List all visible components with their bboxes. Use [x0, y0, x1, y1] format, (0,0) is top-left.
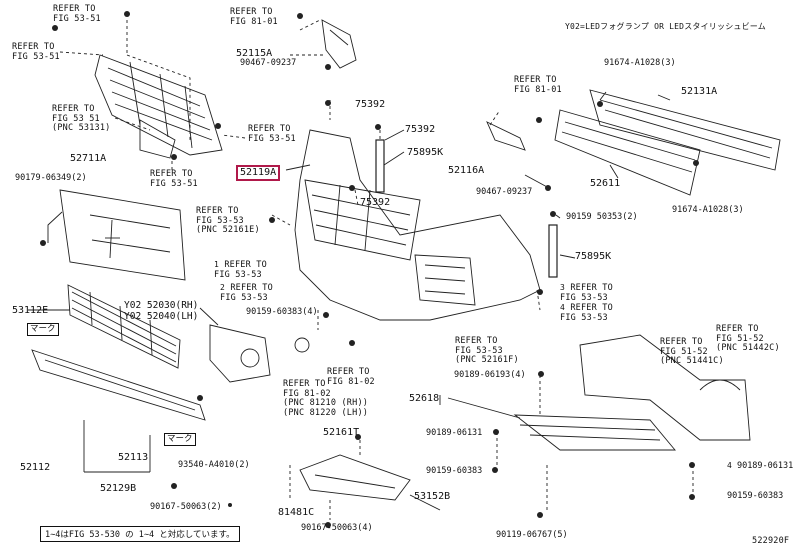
- part-number[interactable]: 90159 50353(2): [566, 212, 638, 222]
- ref-label[interactable]: REFER TO FIG 81-01: [230, 7, 278, 27]
- part-number[interactable]: 53152B: [414, 491, 451, 502]
- triangle-marker: 3: [560, 283, 566, 292]
- diagram-id: 522920F: [752, 536, 790, 546]
- lower-cover-shape: [299, 454, 411, 501]
- ref-label[interactable]: REFER TO FIG 53-51: [150, 169, 198, 189]
- ref-label[interactable]: 1 REFER TO FIG 53-53: [214, 260, 267, 280]
- ref-label[interactable]: 2 REFER TO FIG 53-53: [220, 283, 273, 303]
- triangle-marker: 4: [727, 461, 732, 470]
- part-number[interactable]: 52131A: [681, 86, 718, 97]
- part-number[interactable]: 52611: [590, 178, 621, 189]
- ref-label[interactable]: REFER TO FIG 81-02: [327, 367, 375, 387]
- part-number[interactable]: 81481C: [278, 507, 315, 518]
- part-number[interactable]: 52161T: [323, 427, 360, 438]
- part-number[interactable]: 90159-60383: [727, 491, 784, 501]
- part-number[interactable]: 75895K: [407, 147, 444, 158]
- part-number[interactable]: 53112E: [12, 305, 49, 316]
- part-number[interactable]: 90467-09237: [240, 58, 297, 68]
- ref-label[interactable]: REFER TO FIG 51-52 (PNC 51441C): [660, 337, 724, 366]
- ref-label[interactable]: REFER TO FIG 53-51: [53, 4, 101, 24]
- triangle-marker: 1: [214, 260, 220, 269]
- reinforcement-shape: [554, 89, 781, 196]
- ref-label[interactable]: REFER TO FIG 53-53 (PNC 52161F): [455, 336, 519, 365]
- part-number[interactable]: 90167-50063(4): [301, 523, 373, 533]
- ref-label[interactable]: REFER TO FIG 53 51 (PNC 53131): [52, 104, 111, 133]
- part-number[interactable]: 52115A: [236, 48, 273, 59]
- part-number[interactable]: 52129B: [100, 483, 137, 494]
- lower-grille-shape: [67, 284, 181, 369]
- footnote: 1∼4はFIG 53-530 の 1∼4 と対応しています。: [40, 526, 240, 542]
- part-number[interactable]: 90159-60383: [426, 466, 483, 476]
- ref-label[interactable]: REFER TO FIG 53-51: [248, 124, 296, 144]
- ref-label[interactable]: 3 REFER TO FIG 53-53: [560, 283, 613, 303]
- upper-grille-shape: [94, 54, 223, 159]
- part-number[interactable]: 91674-A1028(3): [672, 205, 744, 215]
- ref-label[interactable]: REFER TO FIG 51-52 (PNC 51442C): [716, 324, 780, 353]
- part-number[interactable]: 75392: [355, 99, 386, 110]
- ref-label[interactable]: REFER TO FIG 81-02 (PNC 81210 (RH)) (PNC…: [283, 379, 369, 418]
- undercover-shape: [513, 414, 676, 451]
- part-number[interactable]: 90179-06349(2): [15, 173, 87, 183]
- bracket-52115A-shape: [290, 19, 357, 69]
- mark-label: マーク: [27, 323, 59, 336]
- fog-bezel-shape: [209, 324, 310, 383]
- part-number[interactable]: 93540-A4010(2): [178, 460, 250, 470]
- part-number[interactable]: 52711A: [70, 153, 107, 164]
- molding-shape: [31, 349, 206, 421]
- part-number[interactable]: 90189-06193(4): [454, 370, 526, 380]
- part-number[interactable]: Y02 52030(RH) Y02 52040(LH): [124, 300, 199, 322]
- ref-label[interactable]: REFER TO FIG 53-53 (PNC 52161E): [196, 206, 260, 235]
- fender-liner-shape: [579, 334, 751, 441]
- part-number[interactable]: 90467-09237: [476, 187, 533, 197]
- part-number[interactable]: 52113: [118, 452, 149, 463]
- part-number[interactable]: 75895K: [575, 251, 612, 262]
- header-note: Y02=LEDフォグランプ OR LEDスタイリッシュビーム: [565, 22, 766, 31]
- ref-label[interactable]: 4 REFER TO FIG 53-53: [560, 303, 613, 323]
- part-number[interactable]: 75392: [405, 124, 436, 135]
- triangle-marker: 4: [560, 303, 566, 312]
- triangle-marker: 2: [220, 283, 226, 292]
- part-number[interactable]: 91674-A1028(3): [604, 58, 676, 68]
- part-number[interactable]: 90189-06131: [426, 428, 483, 438]
- absorber-shape: [59, 189, 186, 281]
- ref-label[interactable]: REFER TO FIG 81-01: [514, 75, 562, 95]
- highlighted-part-number[interactable]: 52119A: [236, 165, 281, 181]
- part-number[interactable]: 90167-50063(2): [150, 502, 222, 512]
- part-number[interactable]: 90119-06767(5): [496, 530, 568, 540]
- part-number[interactable]: 52116A: [448, 165, 485, 176]
- bumper-cover-shape: [294, 129, 541, 321]
- part-number[interactable]: 75392: [360, 197, 391, 208]
- part-number[interactable]: 52618: [409, 393, 440, 404]
- mark-label: マーク: [164, 433, 196, 446]
- ref-label[interactable]: REFER TO FIG 53-51: [12, 42, 60, 62]
- part-number[interactable]: 52112: [20, 462, 51, 473]
- part-number[interactable]: 4 90189-06131: [727, 461, 794, 471]
- part-number[interactable]: 90159-60383(4): [246, 307, 318, 317]
